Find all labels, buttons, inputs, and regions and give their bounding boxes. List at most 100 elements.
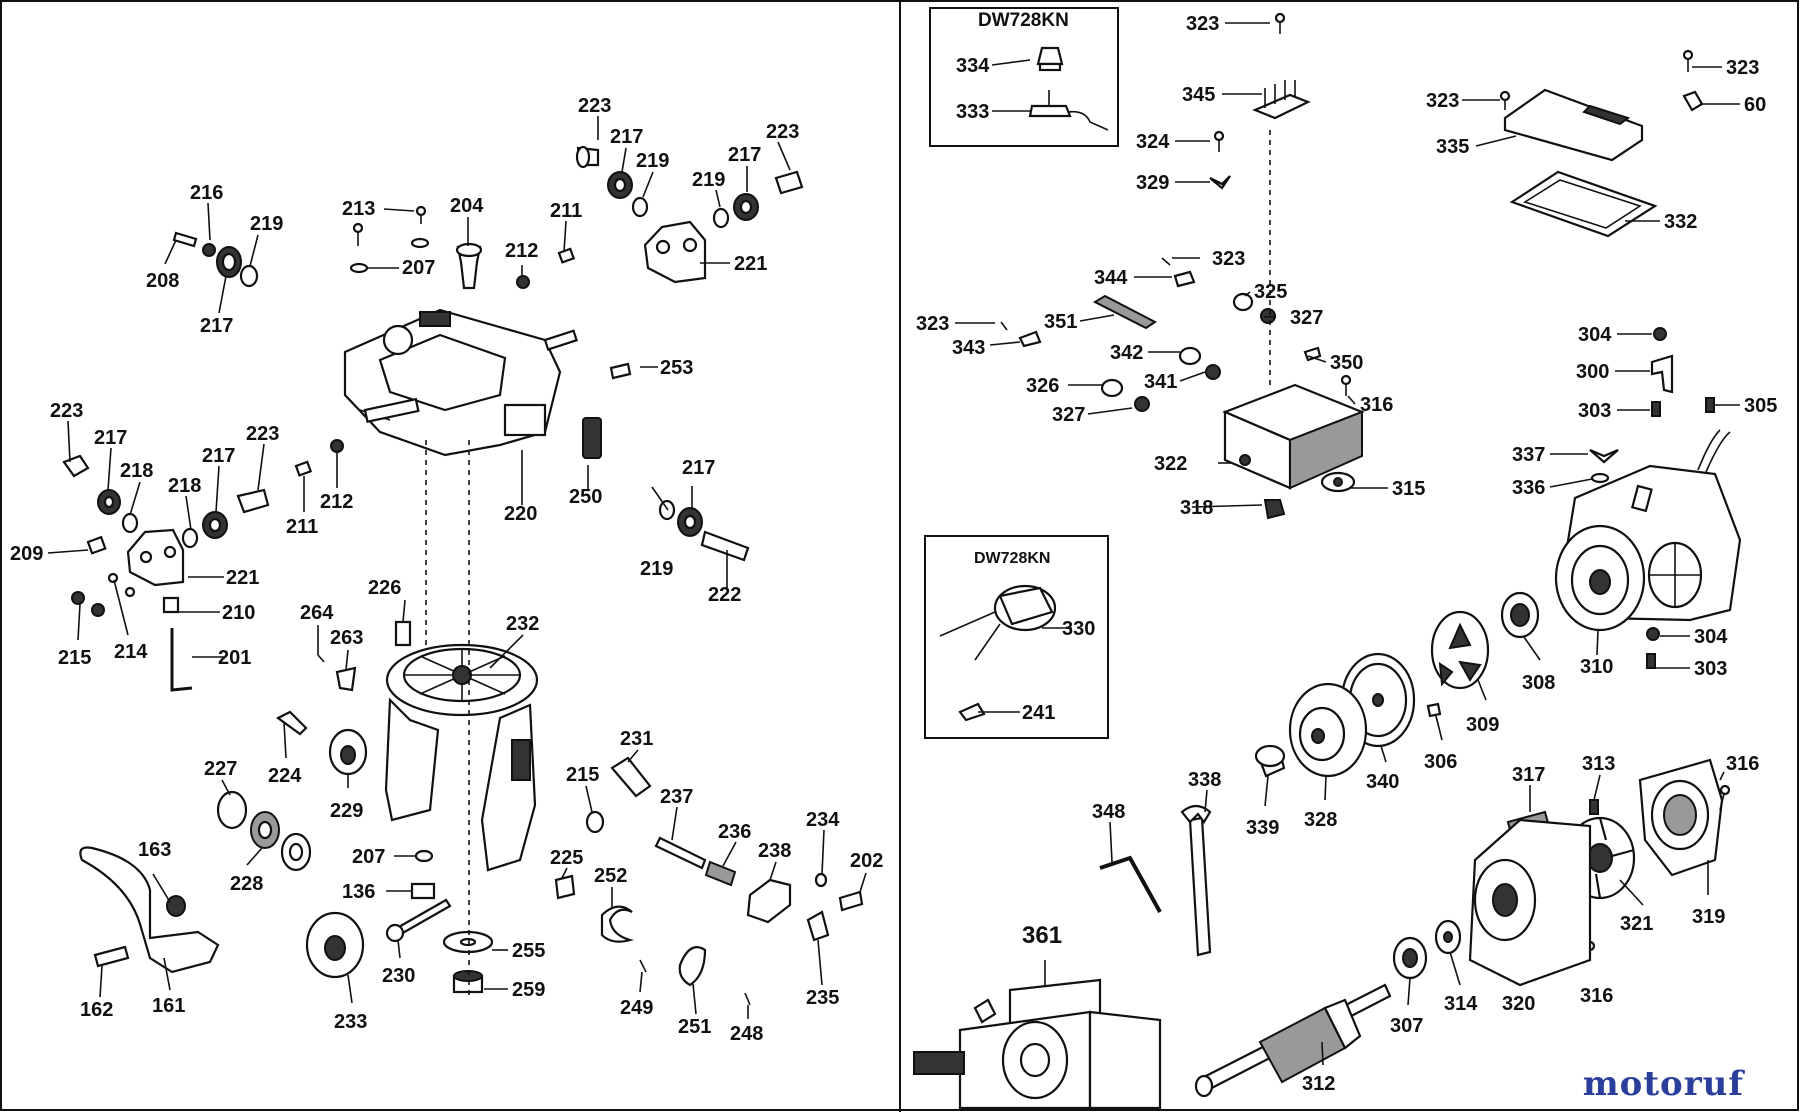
part-label: 219 — [640, 558, 673, 580]
part-label: 232 — [506, 613, 539, 635]
part-label: 163 — [138, 839, 171, 861]
part-label: 238 — [758, 840, 791, 862]
part-label: 212 — [320, 491, 353, 513]
part-label: 212 — [505, 240, 538, 262]
part-label: 319 — [1692, 906, 1725, 928]
part-label: 338 — [1188, 769, 1221, 791]
right-panel-parts — [913, 7, 1742, 1110]
part-label: 340 — [1366, 771, 1399, 793]
part-label: 230 — [382, 965, 415, 987]
part-label: 327 — [1052, 404, 1085, 426]
variant-box-mid-title: DW728KN — [974, 550, 1050, 567]
part-number-labels: 223 217 219 217 223 219 216 219 208 217 … — [10, 13, 1777, 1095]
part-label: 201 — [218, 647, 251, 669]
part-label: 235 — [806, 987, 839, 1009]
armature-312 — [1194, 983, 1392, 1098]
terminal-box-322 — [1222, 383, 1365, 490]
part-label: 253 — [660, 357, 693, 379]
part-label: 248 — [730, 1023, 763, 1045]
part-label: 345 — [1182, 84, 1215, 106]
part-label: 325 — [1254, 281, 1287, 303]
variant-box-mid — [924, 535, 1109, 739]
part-label: 317 — [1512, 764, 1545, 786]
part-label: 215 — [566, 764, 599, 786]
part-label: 323 — [1426, 90, 1459, 112]
part-label: 234 — [806, 809, 840, 831]
part-label: 202 — [850, 850, 883, 872]
part-label: 218 — [168, 475, 201, 497]
part-label: 330 — [1062, 618, 1095, 640]
part-label: 307 — [1390, 1015, 1423, 1037]
part-label: 211 — [286, 516, 318, 538]
part-label: 337 — [1512, 444, 1545, 466]
part-label: 60 — [1744, 94, 1766, 116]
part-label: 255 — [512, 940, 545, 962]
part-label: 204 — [450, 195, 484, 217]
leader-lines — [47, 22, 1740, 1066]
part-label: 351 — [1044, 311, 1077, 333]
watermark-logo: motoruf — [1583, 1064, 1744, 1104]
part-label: 211 — [550, 200, 582, 222]
part-label: 217 — [200, 315, 233, 337]
part-label: 217 — [728, 144, 761, 166]
part-label: 162 — [80, 999, 113, 1021]
part-label: 251 — [678, 1016, 711, 1038]
part-label: 220 — [504, 503, 537, 525]
part-label: 223 — [50, 400, 83, 422]
variant-box-top — [929, 7, 1119, 147]
part-label: 327 — [1290, 307, 1323, 329]
part-label: 361 — [1022, 922, 1062, 949]
part-label: 318 — [1180, 497, 1213, 519]
part-label: 217 — [682, 457, 715, 479]
part-label: 210 — [222, 602, 255, 624]
part-label: 209 — [10, 543, 43, 565]
part-label: 306 — [1424, 751, 1457, 773]
part-label: 303 — [1694, 658, 1727, 680]
part-label: 233 — [334, 1011, 367, 1033]
variant-box-top-title: DW728KN — [978, 10, 1069, 31]
part-label: 329 — [1136, 172, 1169, 194]
part-label: 309 — [1466, 714, 1499, 736]
part-label: 219 — [692, 169, 725, 191]
part-label: 219 — [636, 150, 669, 172]
part-label: 320 — [1502, 993, 1535, 1015]
part-label: 223 — [246, 423, 279, 445]
part-label: 217 — [202, 445, 235, 467]
watermark-text: motoruf — [1582, 1064, 1744, 1104]
part-label: 323 — [1726, 57, 1759, 79]
part-label: 221 — [734, 253, 767, 275]
part-label: 333 — [956, 101, 989, 123]
part-label: 249 — [620, 997, 653, 1019]
part-label: 217 — [94, 427, 127, 449]
part-label: 223 — [766, 121, 799, 143]
part-label: 218 — [120, 460, 153, 482]
part-label: 339 — [1246, 817, 1279, 839]
part-label: 343 — [952, 337, 985, 359]
part-label: 341 — [1144, 371, 1177, 393]
part-label: 222 — [708, 584, 741, 606]
part-label: 348 — [1092, 801, 1125, 823]
part-label: 221 — [226, 567, 259, 589]
part-label: 207 — [352, 846, 385, 868]
part-label: 252 — [594, 865, 627, 887]
part-label: 323 — [1212, 248, 1245, 270]
part-label: 217 — [610, 126, 643, 148]
part-label: 259 — [512, 979, 545, 1001]
part-label: 224 — [268, 765, 302, 787]
part-label: 350 — [1330, 352, 1363, 374]
part-label: 316 — [1726, 753, 1759, 775]
part-label: 321 — [1620, 913, 1653, 935]
part-label: 323 — [1186, 13, 1219, 35]
part-label: 326 — [1026, 375, 1059, 397]
part-label: 310 — [1580, 656, 1613, 678]
part-label: 322 — [1154, 453, 1187, 475]
part-label: 219 — [250, 213, 283, 235]
part-label: 335 — [1436, 136, 1469, 158]
part-label: 208 — [146, 270, 179, 292]
part-label: 228 — [230, 873, 263, 895]
part-label: 229 — [330, 800, 363, 822]
part-label: 342 — [1110, 342, 1143, 364]
arm-232 — [384, 643, 539, 872]
part-label: 214 — [114, 641, 148, 663]
